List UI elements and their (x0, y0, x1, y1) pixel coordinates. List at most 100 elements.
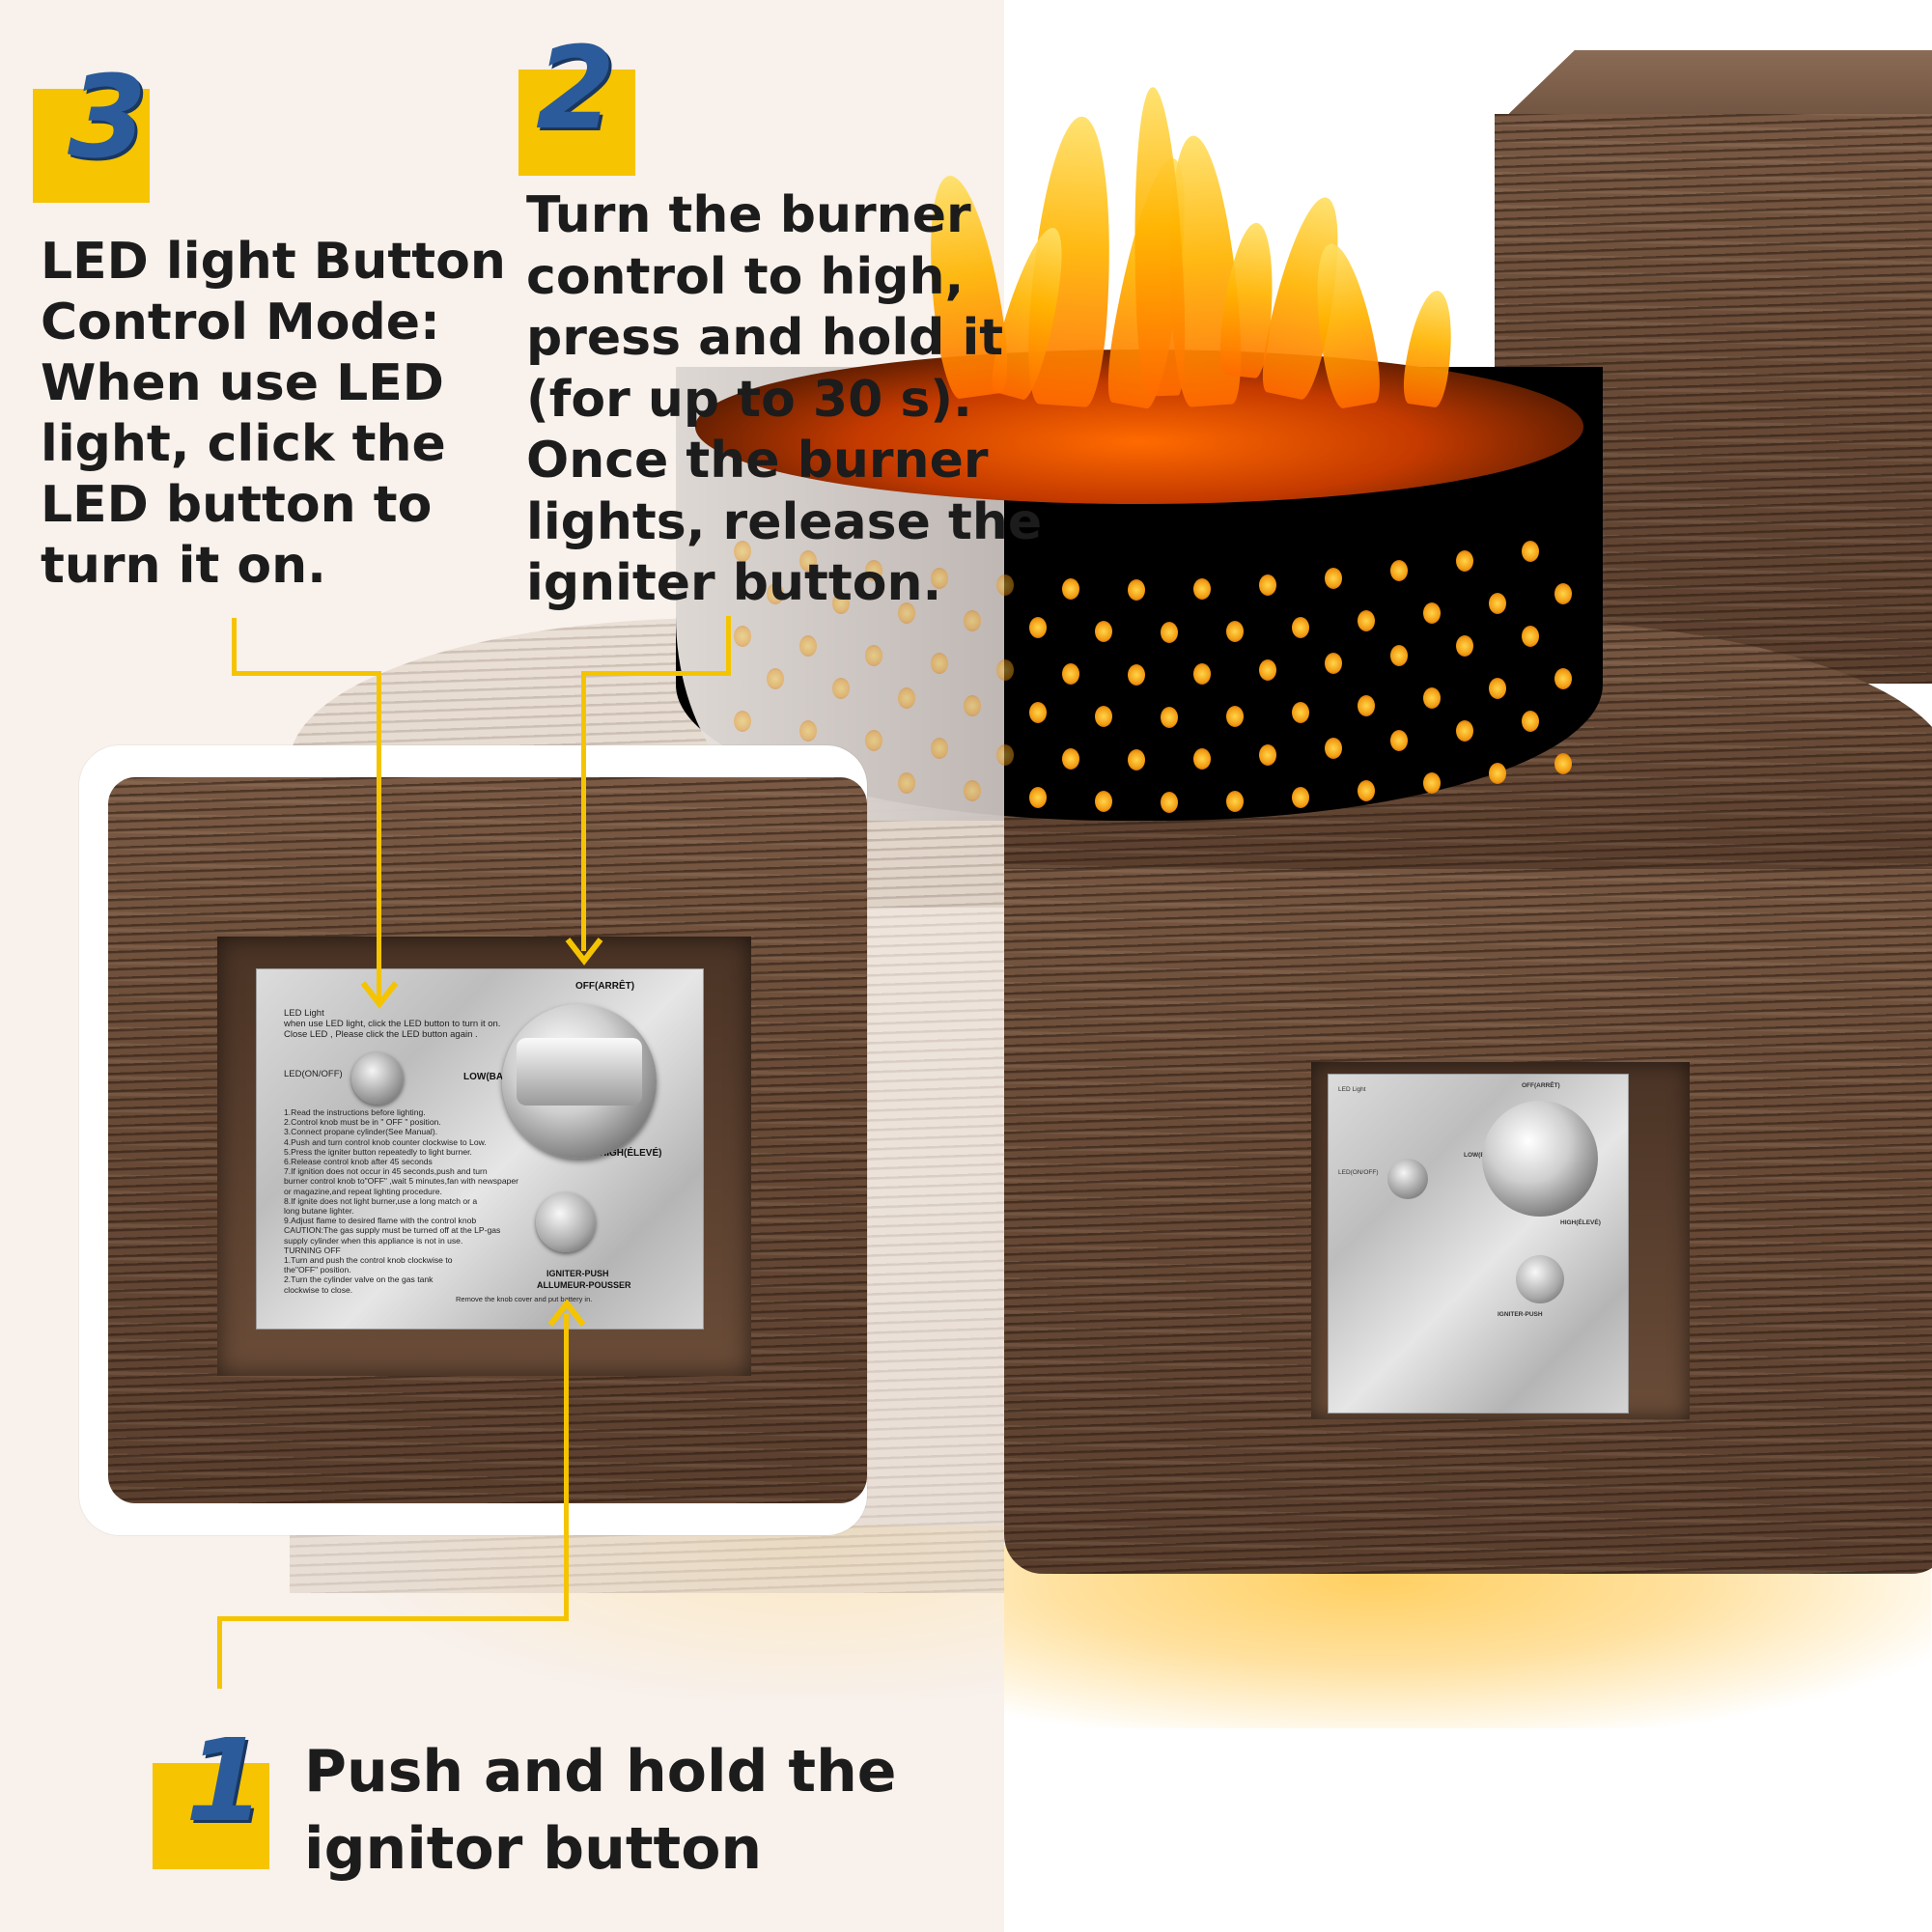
ring-hole (996, 658, 1014, 681)
ring-hole (1456, 720, 1473, 742)
ring-hole (1062, 747, 1079, 770)
ring-hole (1292, 786, 1309, 808)
step3-badge (33, 89, 150, 203)
step2-line: igniter button. (526, 554, 942, 612)
ring-hole (734, 711, 751, 732)
plate-high-label: HIGH(ÉLEVÉ) (600, 1148, 662, 1159)
ring-hole (1095, 705, 1112, 727)
ring-hole (1489, 763, 1506, 785)
ring-hole (964, 695, 981, 717)
ring-hole (1161, 622, 1178, 643)
step2-line: Turn the burner (526, 186, 971, 244)
ring-hole (1128, 579, 1145, 601)
ring-hole (1325, 653, 1342, 675)
ring-hole (1325, 738, 1342, 760)
connector-step3-b (232, 671, 379, 676)
plate-small-igniter-label: IGNITER-PUSH (1498, 1311, 1543, 1318)
ring-hole (898, 602, 915, 624)
instruction-line: 1.Read the instructions before lighting. (284, 1107, 426, 1117)
instruction-line: CAUTION:The gas supply must be turned of… (284, 1225, 501, 1236)
burner-control-knob-small[interactable] (1482, 1101, 1598, 1217)
plate-battery-note: Remove the knob cover and put battery in… (456, 1295, 593, 1303)
arrow-to-knob (565, 938, 603, 966)
arrow-to-igniter (547, 1299, 586, 1327)
ring-hole (1325, 568, 1342, 590)
led-button-small[interactable] (1387, 1159, 1428, 1199)
ring-hole (865, 645, 882, 666)
ring-hole (1522, 541, 1539, 562)
ring-hole (1226, 790, 1244, 812)
ring-hole (1128, 749, 1145, 770)
ring-hole (799, 550, 817, 573)
ring-hole (1489, 678, 1506, 700)
ring-hole (1062, 662, 1079, 685)
igniter-button-small[interactable] (1516, 1255, 1564, 1303)
ring-hole (964, 780, 981, 802)
connector-step1-b (217, 1616, 569, 1621)
step1-line: ignitor button (304, 1815, 763, 1883)
instruction-line: 3.Connect propane cylinder(See Manual). (284, 1127, 438, 1137)
plate-small-high-label: HIGH(ÉLEVÉ) (1560, 1219, 1601, 1226)
control-plate: LED Light when use LED light, click the … (256, 968, 704, 1330)
igniter-button[interactable] (536, 1192, 596, 1252)
ring-hole (767, 668, 784, 689)
ring-hole (1128, 664, 1145, 686)
connector-step2-a (726, 616, 731, 676)
ring-hole (1456, 550, 1473, 573)
plate-led-desc-1: when use LED light, click the LED button… (284, 1019, 501, 1029)
ring-hole (1029, 701, 1047, 723)
ring-hole (1095, 790, 1112, 812)
instruction-line: 4.Push and turn control knob counter clo… (284, 1136, 487, 1147)
instruction-line: burner control knob to"OFF" ,wait 5 minu… (284, 1176, 519, 1187)
step3-line: When use LED (41, 354, 444, 412)
instruction-line: 2.Turn the cylinder valve on the gas tan… (284, 1274, 434, 1285)
ring-hole (1029, 786, 1047, 808)
led-glow (1004, 1545, 1931, 1728)
plate-led-label: LED(ON/OFF) (284, 1069, 343, 1079)
ring-hole (1489, 593, 1506, 615)
plate-led-desc-2: Close LED , Please click the LED button … (284, 1029, 478, 1040)
connector-step3-c (377, 671, 381, 999)
plate-igniter-label-fr: ALLUMEUR-POUSSER (537, 1280, 631, 1290)
plate-small-led-label: LED(ON/OFF) (1338, 1169, 1379, 1176)
ring-hole (1292, 616, 1309, 638)
ring-hole (1522, 626, 1539, 647)
led-button[interactable] (351, 1052, 404, 1105)
instruction-line: 9.Adjust flame to desired flame with the… (284, 1216, 477, 1226)
plate-small-low-label: LOW(BAS) (1464, 1152, 1497, 1159)
ring-hole (931, 738, 948, 760)
instruction-line: 6.Release control knob after 45 seconds (284, 1157, 433, 1167)
ring-hole (832, 593, 850, 615)
step1-text: Push and hold the ignitor button (304, 1733, 896, 1888)
ring-hole (865, 730, 882, 751)
step3-line: Control Mode: (41, 294, 440, 351)
step3-line: light, click the (41, 415, 446, 473)
ring-hole (1554, 583, 1572, 604)
plate-low-label: LOW(BAS) (463, 1072, 514, 1082)
plate-small-off-label: OFF(ARRÊT) (1522, 1082, 1560, 1089)
ring-hole (799, 720, 817, 742)
ring-hole (1193, 577, 1211, 600)
ring-hole (1358, 695, 1375, 717)
step2-number: 2 (536, 21, 616, 154)
instruction-line: 2.Control knob must be in " OFF " positi… (284, 1117, 441, 1128)
connector-step1-c (564, 1313, 569, 1620)
ring-hole (1029, 616, 1047, 638)
ring-hole (799, 635, 817, 658)
connector-step2-b (581, 671, 731, 676)
step2-line: (for up to 30 s). (526, 370, 972, 429)
ring-hole (1259, 743, 1276, 766)
plate-off-label: OFF(ARRÊT) (575, 981, 635, 992)
step3-number: 3 (68, 50, 148, 183)
ring-hole (734, 626, 751, 647)
step3-line: LED button to (41, 476, 433, 534)
ring-hole (1226, 705, 1244, 727)
instruction-line: TURNING OFF (284, 1245, 341, 1255)
connector-step1-a (217, 1616, 222, 1689)
instruction-line: supply cylinder when this appliance is n… (284, 1235, 463, 1246)
step3-line: LED light Button (41, 233, 506, 291)
ring-hole (1390, 645, 1408, 666)
ring-hole (1358, 610, 1375, 632)
ring-hole (1259, 574, 1276, 596)
